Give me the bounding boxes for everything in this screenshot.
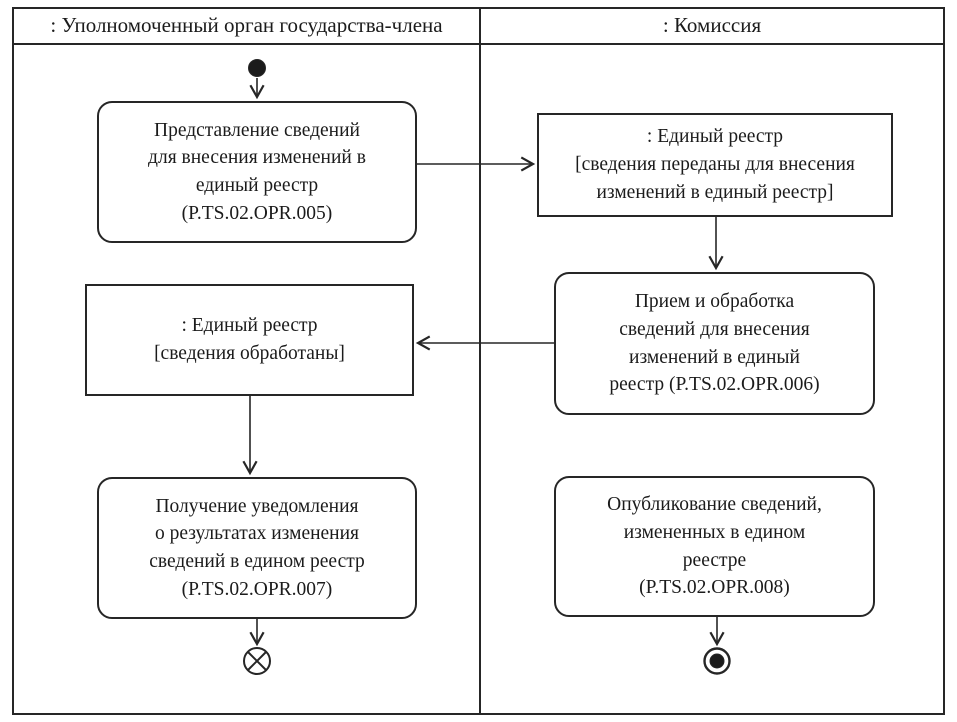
action-node-processing-006: Прием и обработка сведений для внесения … (554, 272, 875, 415)
object-node-label: : Единый реестр [сведения обработаны] (154, 315, 345, 364)
action-node-publication-008: Опубликование сведений, измененных в еди… (554, 476, 875, 617)
action-node-notification-007: Получение уведомления о результатах изме… (97, 477, 417, 619)
lane-header-member-state: : Уполномоченный орган государства-члена (50, 12, 443, 37)
lane-header-commission: : Комиссия (662, 12, 762, 37)
action-node-label: Получение уведомления о результатах изме… (149, 495, 365, 600)
object-node-registry-transferred: : Единый реестр [сведения переданы для в… (537, 113, 893, 217)
action-node-label: Представление сведений для внесения изме… (148, 119, 366, 224)
swimlane-divider (479, 7, 481, 715)
action-node-representation-005: Представление сведений для внесения изме… (97, 101, 417, 243)
action-node-label: Опубликование сведений, измененных в еди… (607, 494, 822, 599)
action-node-label: Прием и обработка сведений для внесения … (609, 291, 820, 396)
object-node-registry-processed: : Единый реестр [сведения обработаны] (85, 284, 414, 396)
lane-header-underline (12, 43, 945, 45)
object-node-label: : Единый реестр [сведения переданы для в… (575, 126, 855, 203)
